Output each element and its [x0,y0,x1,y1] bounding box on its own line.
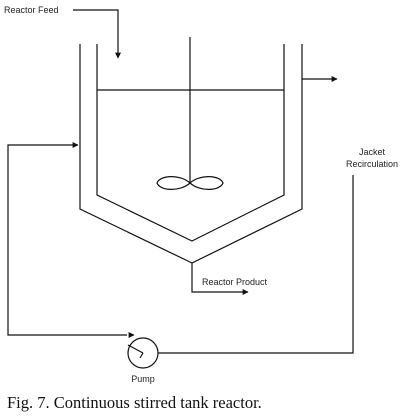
figure-caption: Fig. 7. Continuous stirred tank reactor. [7,393,262,412]
vessel-inner-wall [96,44,285,242]
reactor-product-label: Reactor Product [202,277,268,287]
pump-discharge-line [7,142,127,336]
recirculation-return-line [158,175,354,354]
impeller-icon [156,176,224,190]
pump-label: Pump [131,374,155,384]
jacket-outer-wall [79,44,303,264]
jacket-label: Jacket [359,147,386,157]
pump-icon [127,337,159,369]
recirculation-label: Recirculation [346,159,398,169]
reactor-product-line [191,263,249,295]
reactor-feed-line [73,9,121,59]
reactor-feed-label: Reactor Feed [4,5,59,15]
